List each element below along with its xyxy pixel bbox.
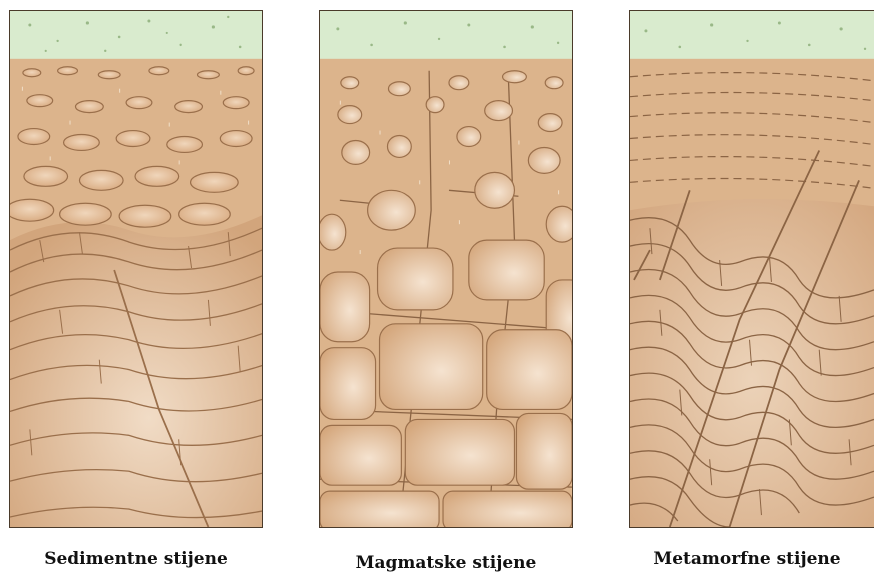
igneous-rock-illustration: [320, 11, 572, 527]
metamorphic-rock-panel: [629, 10, 874, 528]
igneous-rock-caption: Magmatske stijene: [319, 553, 573, 573]
metamorphic-rock-illustration: [630, 11, 874, 527]
sedimentary-rock-panel: [9, 10, 263, 528]
topsoil-layer: [630, 11, 874, 59]
topsoil-layer: [320, 11, 572, 59]
sedimentary-rock-illustration: [10, 11, 262, 527]
topsoil-layer: [10, 11, 262, 59]
metamorphic-rock-caption: Metamorfne stijene: [620, 549, 874, 569]
igneous-rock-panel: [319, 10, 573, 528]
sedimentary-rock-caption: Sedimentne stijene: [9, 549, 263, 569]
